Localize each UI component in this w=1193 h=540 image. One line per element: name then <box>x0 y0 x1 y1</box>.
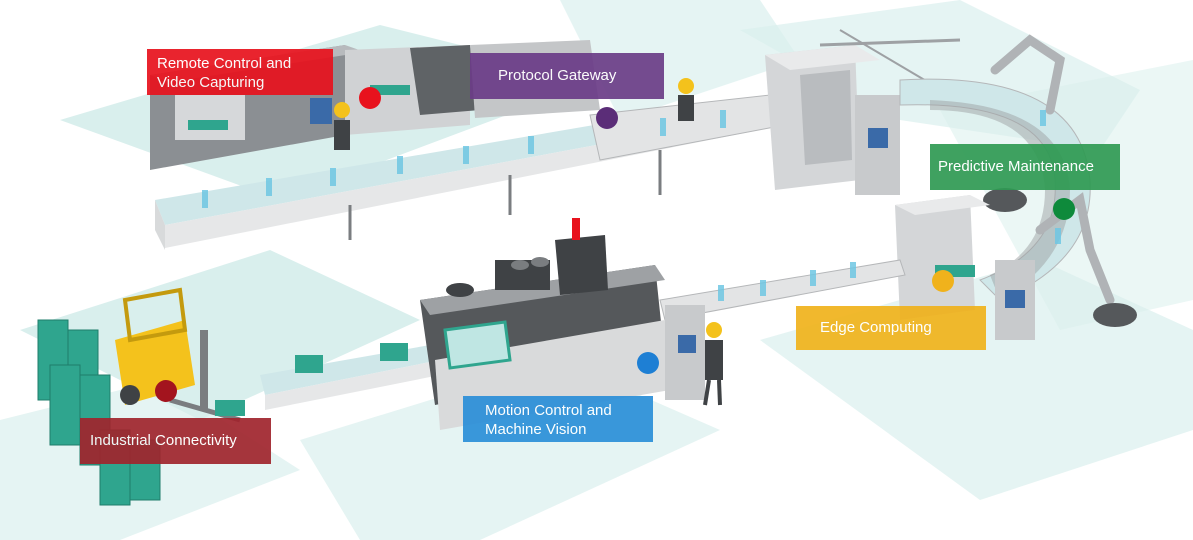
worker <box>334 78 723 406</box>
marker-dot-protocol[interactable] <box>596 107 618 129</box>
conveyor-top <box>155 94 786 250</box>
label-remote-control-line2: Video Capturing <box>157 74 265 91</box>
marker-dot-remote[interactable] <box>359 87 381 109</box>
marker-dot-industrial[interactable] <box>155 380 177 402</box>
robot-base <box>983 188 1027 212</box>
label-edge-computing-text: Edge Computing <box>820 319 932 336</box>
label-predictive-maintenance-text: Predictive Maintenance <box>938 158 1094 175</box>
label-motion-control[interactable]: Motion Control and Machine Vision <box>463 396 653 442</box>
label-industrial-connectivity-text: Industrial Connectivity <box>90 432 237 449</box>
bottles <box>202 110 1061 301</box>
marker-dot-motion[interactable] <box>637 352 659 374</box>
label-remote-control[interactable]: Remote Control and Video Capturing <box>147 49 333 95</box>
label-remote-control-line1: Remote Control and <box>157 55 292 72</box>
machine-top-right <box>765 29 961 195</box>
label-industrial-connectivity[interactable]: Industrial Connectivity <box>80 418 271 464</box>
marker-dot-predictive[interactable] <box>1053 198 1075 220</box>
label-edge-computing[interactable]: Edge Computing <box>796 306 986 350</box>
label-protocol-gateway[interactable]: Protocol Gateway <box>470 53 664 99</box>
label-motion-control-line2: Machine Vision <box>485 421 587 438</box>
robot-base <box>1093 303 1137 327</box>
label-motion-control-line1: Motion Control and <box>485 402 612 419</box>
forklift <box>115 287 245 423</box>
marker-dot-edge[interactable] <box>932 270 954 292</box>
conveyor-middle <box>260 259 906 410</box>
label-protocol-gateway-text: Protocol Gateway <box>498 67 617 84</box>
label-predictive-maintenance[interactable]: Predictive Maintenance <box>930 144 1120 190</box>
machine-right-mid <box>895 195 1035 340</box>
